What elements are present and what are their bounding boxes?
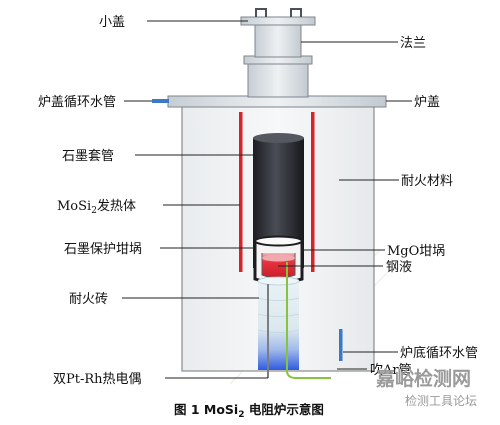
watermark-sub: 检测工具论坛 bbox=[405, 393, 477, 408]
brick-ring-lines bbox=[257, 297, 300, 333]
argon-pipe bbox=[286, 262, 331, 379]
label-refractory-brick: 耐火砖 bbox=[69, 292, 108, 307]
label-refractory-material: 耐火材料 bbox=[401, 174, 453, 189]
molten-steel-surface bbox=[262, 254, 295, 262]
mosi2-heater-left bbox=[239, 112, 243, 272]
label-graphite-crucible: 石墨保护坩埚 bbox=[64, 242, 142, 257]
small-lid-handle-left bbox=[255, 8, 267, 17]
label-furnace-lid: 炉盖 bbox=[414, 95, 440, 110]
small-lid-handle-right bbox=[290, 8, 302, 17]
mosi2-heater-right bbox=[311, 112, 315, 272]
leader-lines bbox=[122, 20, 412, 379]
label-mosi2-heater: MoSi2发热体 bbox=[57, 198, 136, 216]
flange-upper bbox=[254, 24, 302, 58]
graphite-crucible-rim bbox=[254, 235, 303, 247]
watermark-main: 嘉峪检测网 bbox=[375, 367, 471, 390]
label-thermocouple: 双Pt-Rh热电偶 bbox=[53, 372, 142, 387]
flange-lower bbox=[247, 61, 309, 98]
graphite-sleeve-top bbox=[253, 133, 304, 143]
refractory-brick-top bbox=[257, 276, 300, 286]
label-flange: 法兰 bbox=[400, 36, 426, 51]
refractory-brick bbox=[258, 280, 299, 370]
label-molten-steel: 钢液 bbox=[386, 260, 412, 275]
label-graphite-sleeve: 石墨套管 bbox=[62, 148, 114, 164]
label-small-lid: 小盖 bbox=[99, 15, 125, 30]
lid-cooling-pipe bbox=[152, 99, 169, 103]
label-mgo-crucible: MgO坩埚 bbox=[387, 244, 445, 259]
furnace-lid-plate bbox=[167, 95, 387, 108]
small-lid-plate bbox=[240, 16, 316, 26]
label-lid-cooling-pipe: 炉盖循环水管 bbox=[38, 95, 116, 110]
bottom-cooling-pipe bbox=[339, 329, 343, 361]
figure-caption: 图 1 MoSi2 电阻炉示意图 bbox=[174, 402, 324, 420]
label-bottom-cooling-pipe: 炉底循环水管 bbox=[400, 345, 478, 361]
label-argon-pipe: 吹Ar管 bbox=[370, 363, 412, 378]
